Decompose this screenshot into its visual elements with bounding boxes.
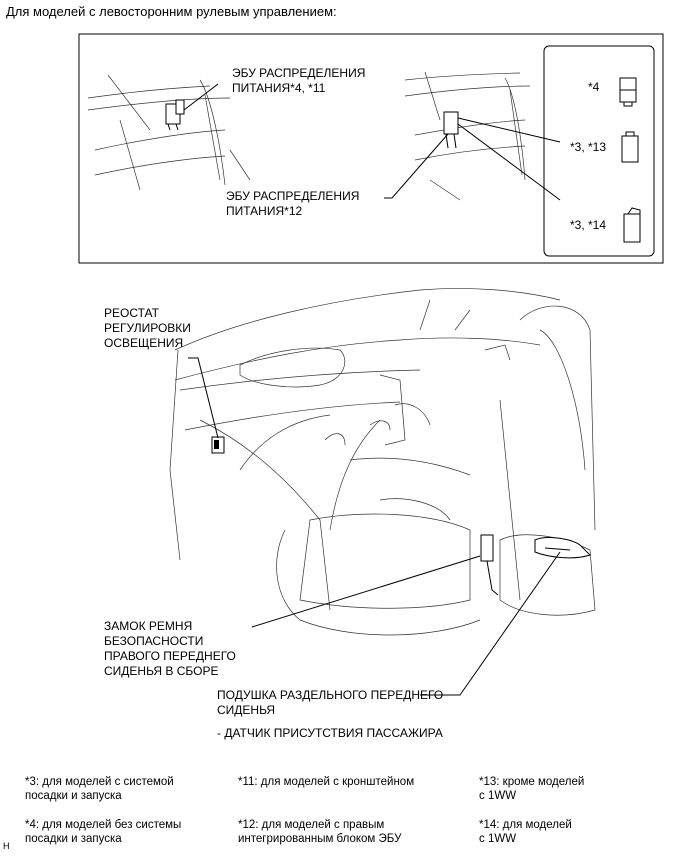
footnote-4-line1: *4: для моделей без системы	[25, 819, 182, 831]
leader-ecu-1	[183, 83, 219, 111]
ecu-part-inset-right	[443, 111, 459, 149]
ecu-variant-3-13	[621, 131, 639, 163]
buckle-label-line2: БЕЗОПАСНОСТИ	[104, 634, 204, 648]
variant-label-3-13: *3, *13	[570, 140, 607, 154]
page-heading: Для моделей с левосторонним рулевым упра…	[6, 4, 337, 19]
ecu-part-inset-left	[165, 99, 185, 131]
cushion-label-line2: СИДЕНЬЯ	[217, 703, 276, 717]
ecu-label-2-line1: ЭБУ РАСПРЕДЕЛЕНИЯ	[226, 189, 360, 203]
main-dash-sketch	[169, 288, 596, 636]
footnote-13-line2: с 1WW	[479, 790, 517, 802]
leader-variant	[457, 117, 561, 143]
seat-belt-buckle-part	[480, 534, 499, 596]
ecu-label-2-line2: ПИТАНИЯ*12	[226, 204, 303, 218]
leader-ecu-2	[384, 133, 449, 199]
rheostat-label-line2: РЕГУЛИРОВКИ	[104, 321, 191, 335]
leader-buckle	[251, 555, 481, 628]
buckle-label-line3: ПРАВОГО ПЕРЕДНЕГО	[104, 649, 236, 663]
ecu-variant-3-14	[623, 207, 641, 243]
leader-cushion	[420, 551, 561, 696]
footnote-14-line2: с 1WW	[479, 833, 517, 845]
footnote-13-line1: *13: кроме моделей	[479, 776, 585, 788]
footnote-3-line2: посадки и запуска	[25, 790, 122, 802]
variant-box	[543, 45, 655, 257]
rheostat-label-line1: РЕОСТАТ	[104, 306, 159, 320]
ecu-label-1-line2: ПИТАНИЯ*4, *11	[232, 81, 326, 95]
sensor-label: - ДАТЧИК ПРИСУТСТВИЯ ПАССАЖИРА	[217, 726, 443, 740]
rheostat-part	[211, 436, 225, 454]
inset-frame	[78, 33, 664, 264]
variant-label-3-14: *3, *14	[570, 218, 607, 232]
footnote-12-line1: *12: для моделей с правым	[238, 819, 385, 831]
corner-mark: H	[3, 841, 10, 851]
inset-dash-left	[87, 74, 251, 191]
cushion-sensor-part	[534, 537, 591, 559]
footnote-4-line2: посадки и запуска	[25, 833, 122, 845]
footnote-12-line2: интегрированным блоком ЭБУ	[238, 833, 402, 845]
buckle-label-line1: ЗАМОК РЕМНЯ	[104, 619, 193, 633]
rheostat-label-line3: ОСВЕЩЕНИЯ	[104, 336, 184, 350]
inset-dash-right	[404, 71, 531, 201]
footnote-11: *11: для моделей с кронштейном	[238, 776, 415, 788]
buckle-label-line4: СИДЕНЬЯ В СБОРЕ	[104, 664, 219, 678]
ecu-label-1-line1: ЭБУ РАСПРЕДЕЛЕНИЯ	[232, 66, 366, 80]
footnote-14-line1: *14: для моделей	[479, 819, 572, 831]
ecu-variant-4	[619, 77, 637, 107]
footnote-3-line1: *3: для моделей с системой	[25, 776, 174, 788]
variant-label-4: *4	[588, 80, 600, 94]
cushion-label-line1: ПОДУШКА РАЗДЕЛЬНОГО ПЕРЕДНЕГО	[217, 688, 444, 702]
leader-variant-2	[457, 123, 561, 201]
leader-rheostat	[188, 357, 219, 439]
